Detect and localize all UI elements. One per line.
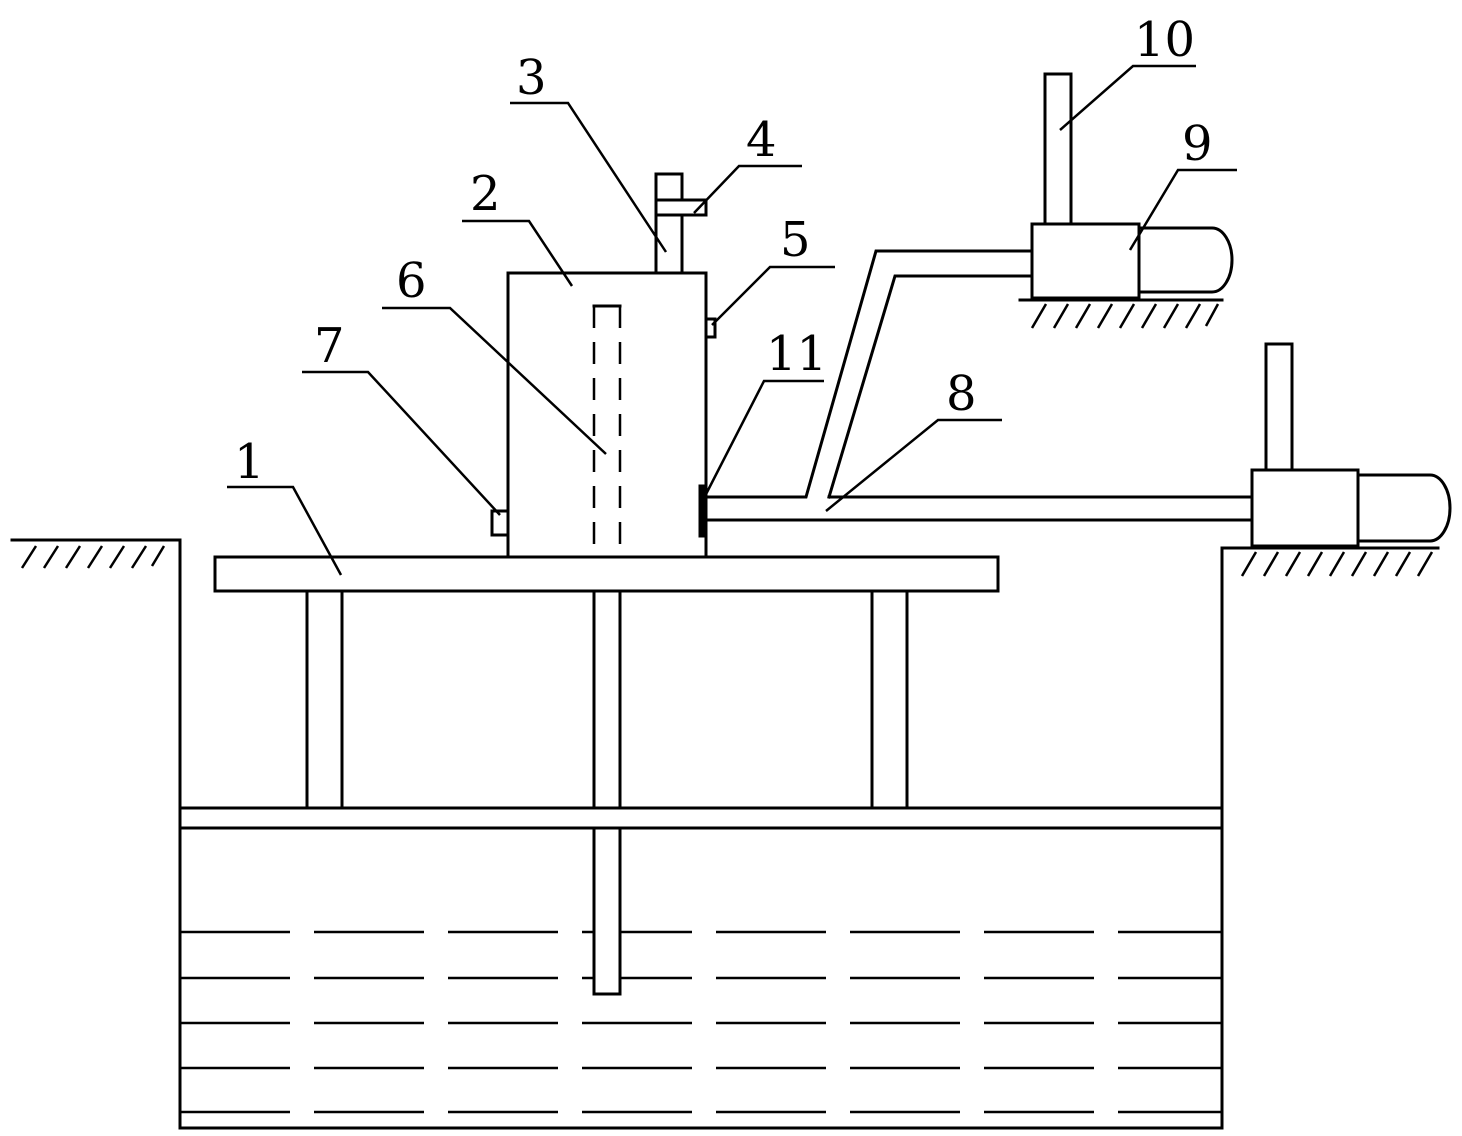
label-11: 11 [766,326,827,382]
pipes [705,249,1254,522]
water-lines [180,930,1222,1114]
label-5: 5 [780,212,811,268]
central-rod [592,304,622,996]
flange [698,484,708,538]
ground-hatch-left [20,545,166,569]
upper-pump [1018,72,1234,329]
label-10: 10 [1134,12,1195,68]
pit [10,538,1440,1130]
label-1: 1 [234,434,265,490]
main-body [490,172,717,559]
label-4: 4 [746,112,777,168]
cross-beam [178,806,1224,830]
label-6: 6 [396,253,427,309]
label-8: 8 [946,366,977,422]
leader-lines [227,64,1237,576]
label-3: 3 [516,50,547,106]
labels: 1 2 3 4 5 6 7 8 9 10 11 [234,12,1213,490]
label-7: 7 [314,318,345,374]
platform [213,555,1000,810]
label-9: 9 [1182,116,1213,172]
lower-pump [1250,342,1452,548]
label-2: 2 [470,166,501,222]
ground-hatch-right [1220,546,1440,577]
